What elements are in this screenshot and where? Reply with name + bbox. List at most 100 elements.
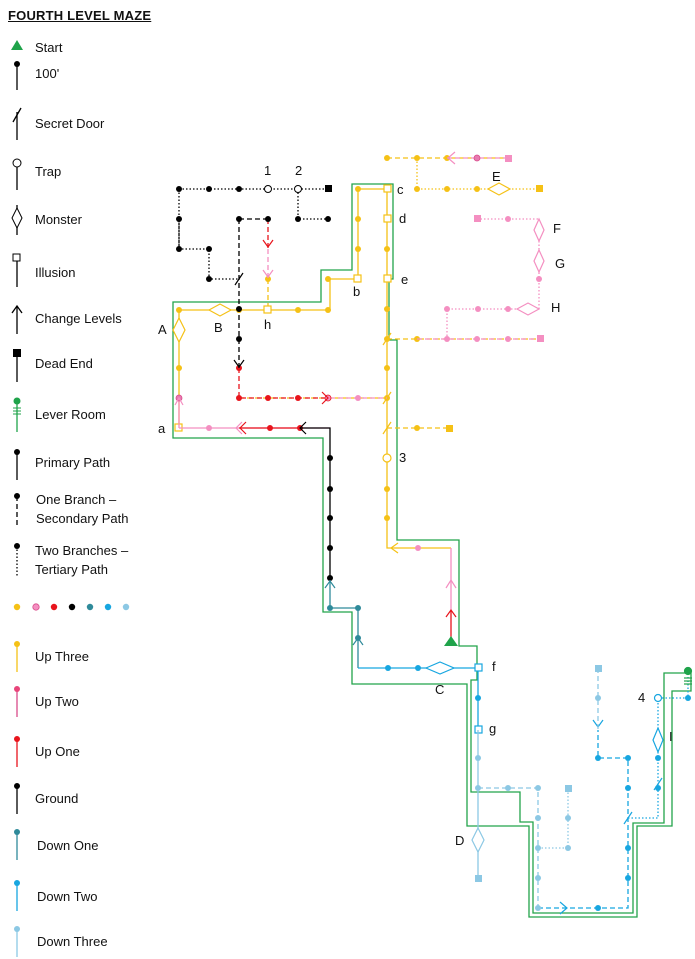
up-three-nodes (176, 155, 543, 521)
lever-room-icon (13, 397, 21, 432)
trap-1 (264, 185, 272, 193)
legend-up-one-label: Up One (35, 744, 80, 759)
illusion-icon (12, 253, 21, 287)
legend-illusion-label: Illusion (35, 265, 76, 280)
ground-traps (264, 185, 302, 193)
page-title: FOURTH LEVEL MAZE (8, 8, 152, 23)
down-three-icon (14, 926, 20, 957)
monster-f (533, 217, 545, 243)
legend-primary-path-label: Primary Path (35, 455, 111, 470)
maze-labels: A B C D E F G H I a b c d e f g h 1 2 3 … (158, 163, 673, 848)
label-C: C (435, 682, 444, 697)
up-two-arrows (174, 151, 457, 589)
legend-tertiary-path-label-1: Two Branches – (35, 543, 129, 558)
primary-path-icon (14, 449, 20, 480)
ground-icon (14, 783, 20, 814)
level-color-dots (13, 603, 130, 611)
up-one-icon (14, 736, 20, 767)
legend-secondary-path-label-2: Secondary Path (36, 511, 129, 526)
up-one-arrows (239, 239, 457, 618)
up-two-paths (178, 157, 541, 610)
label-g: g (489, 721, 496, 736)
label-2: 2 (295, 163, 302, 178)
primary-route-outline (172, 183, 692, 918)
monster-i (652, 726, 664, 754)
illusion-h (263, 305, 272, 314)
down-one-icon (14, 829, 20, 860)
down-three-nodes (475, 665, 602, 911)
down-two-nodes (385, 665, 691, 911)
ground-paths (178, 188, 331, 580)
up-three-features (172, 182, 512, 463)
down-one-paths (329, 580, 359, 668)
trap-2 (294, 185, 302, 193)
monster-c (424, 661, 456, 675)
label-f: f (492, 659, 496, 674)
label-I: I (669, 729, 673, 744)
label-3: 3 (399, 450, 406, 465)
label-b: b (353, 284, 360, 299)
legend-lever-room-label: Lever Room (35, 407, 106, 422)
monster-d (471, 826, 485, 854)
monster-icon (11, 205, 23, 235)
secondary-path-icon (14, 493, 20, 526)
illusion-e (383, 274, 392, 283)
legend-start-label: Start (35, 40, 63, 55)
label-a: a (158, 421, 166, 436)
legend-monster-label: Monster (35, 212, 82, 227)
down-one-arrows (324, 579, 364, 646)
trap-4 (653, 693, 663, 703)
label-F: F (553, 221, 561, 236)
up-two-nodes (175, 154, 544, 551)
legend-secret-door-label: Secret Door (35, 116, 105, 131)
legend: Start 100' Secret Door Trap Monster Illu… (0, 0, 170, 959)
legend-down-three-label: Down Three (37, 934, 108, 949)
legend-secondary-path-label-1: One Branch – (36, 492, 117, 507)
monster-g (533, 248, 545, 274)
trap-3 (382, 453, 392, 463)
change-levels-icon (11, 304, 23, 334)
label-G: G (555, 256, 565, 271)
legend-dead-end-label: Dead End (35, 356, 93, 371)
legend-distance-label: 100' (35, 66, 60, 81)
illusion-b (353, 274, 362, 283)
start-icon (11, 40, 23, 50)
label-1: 1 (264, 163, 271, 178)
label-B: B (214, 320, 223, 335)
label-D: D (455, 833, 464, 848)
down-three-features (471, 826, 485, 854)
label-e: e (401, 272, 408, 287)
secret-door-icon (12, 107, 22, 140)
illusion-d (383, 214, 392, 223)
legend-down-one-label: Down One (37, 838, 99, 853)
legend-tertiary-path-label-2: Tertiary Path (35, 562, 108, 577)
label-d: d (399, 211, 406, 226)
monster-h (515, 302, 541, 316)
monster-b (207, 303, 233, 317)
up-two-features (515, 217, 545, 316)
label-4: 4 (638, 690, 645, 705)
dead-end-icon (13, 349, 21, 382)
label-h: h (264, 317, 271, 332)
label-E: E (492, 169, 501, 184)
tertiary-path-icon (14, 543, 20, 576)
legend-up-three-label: Up Three (35, 649, 89, 664)
legend-up-two-label: Up Two (35, 694, 79, 709)
down-two-features (424, 661, 664, 754)
trap-icon (12, 158, 22, 190)
monster-e (486, 182, 512, 196)
legend-down-two-label: Down Two (37, 889, 98, 904)
up-three-paths (178, 157, 541, 549)
legend-trap-label: Trap (35, 164, 62, 179)
legend-change-levels-label: Change Levels (35, 311, 122, 326)
label-A: A (158, 322, 167, 337)
down-two-arrows (559, 719, 663, 915)
legend-ground-label: Ground (35, 791, 79, 806)
down-two-icon (14, 880, 20, 911)
ground-arrows (233, 272, 307, 435)
label-H: H (551, 300, 560, 315)
illusion-c (383, 184, 392, 193)
legend-icons (11, 40, 130, 957)
start-marker (444, 636, 458, 646)
